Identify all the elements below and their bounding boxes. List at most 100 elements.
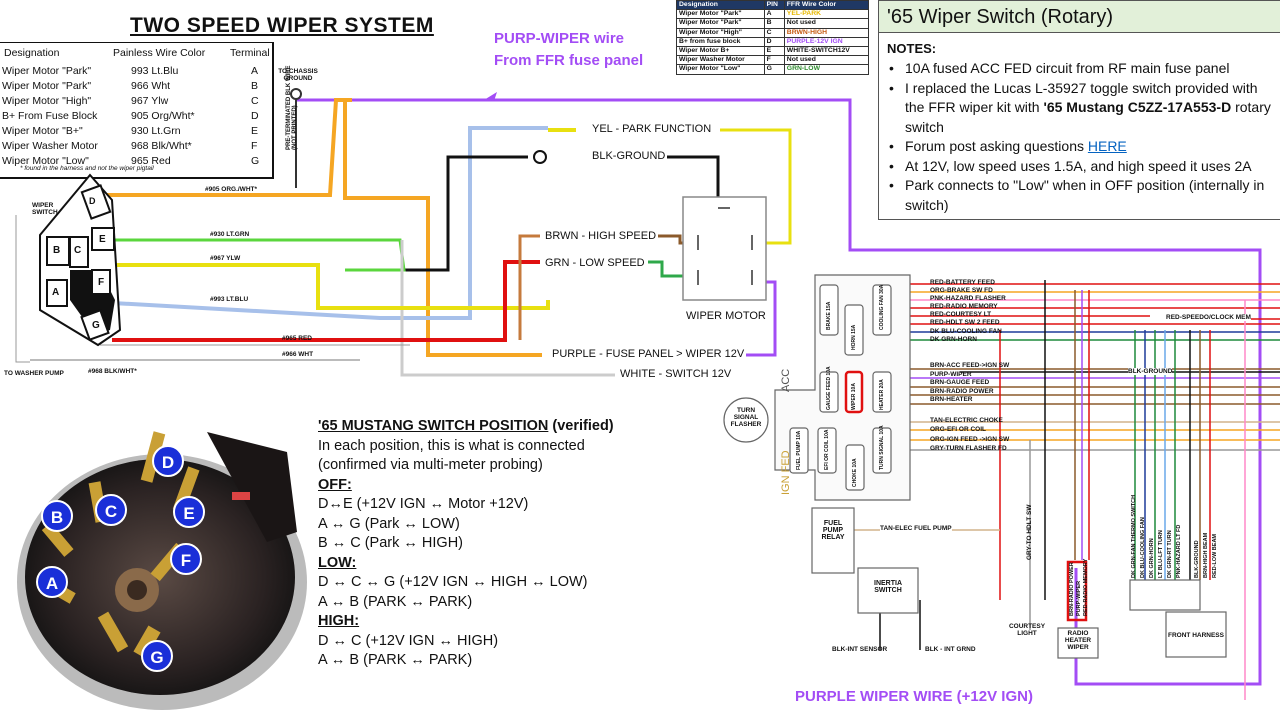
blk-ground-label: BLK-GROUND [590, 150, 668, 162]
vertical-wire-label: DK BLU-COOLING FAN [1140, 517, 1146, 578]
table-row: Wiper Washer Motor 968 Blk/Wht* F [2, 140, 270, 155]
ffr-header: PIN [763, 0, 785, 11]
yel-park-label: YEL - PARK FUNCTION [590, 123, 714, 135]
ffr-color-cell: Not used [783, 18, 870, 29]
courtesy-light-label: COURTESY LIGHT [1008, 623, 1046, 637]
ffr-cell: D [763, 36, 785, 47]
wiper-switch-label: WIPER SWITCH [32, 202, 58, 216]
fuse-wire-label: PURP-WIPER [930, 370, 972, 378]
fuse-wire-label: BRN-GAUGE FEED [930, 379, 990, 387]
front-harness-label: FRONT HARNESS [1168, 632, 1224, 639]
note-text: I replaced the Lucas L-35927 toggle swit… [905, 79, 1258, 116]
white-wire [400, 240, 615, 377]
ffr-color-cell: PURPLE-12V IGN [783, 36, 870, 47]
white-switch-label: WHITE - SWITCH 12V [618, 368, 734, 380]
fuse-label: EFI OR COIL 10A [824, 429, 830, 470]
fuse-wire-label: BRN-HEATER [930, 396, 973, 404]
ffr-cell: Wiper Motor "Low" [676, 64, 765, 75]
note-bold: '65 Mustang C5ZZ-17A553-D [1043, 99, 1232, 115]
wire-966-label: #966 WHT [282, 351, 314, 358]
red-speedo-label: RED-SPEEDO/CLOCK MEM [1166, 314, 1251, 321]
fuse-wire-label: DK GRN-HORN [930, 335, 977, 343]
header-terminal: Terminal [230, 47, 270, 59]
table-header-row: Designation PIN FFR Wire Color [676, 0, 870, 11]
gry-hdlt-label: GRY-TO HDLT SW [1026, 504, 1033, 561]
fuse-wire-label: ORG-BRAKE SW FD [930, 287, 993, 295]
fuse-wire-label: ORG-EFI OR COIL [930, 426, 986, 434]
pre-terminated-label: PRE-TERMINATED BLK WIRE (NOT PRINTED) [286, 65, 298, 150]
wire-965-label: #965 RED [282, 335, 312, 342]
ffr-cell: Wiper Motor B+ [676, 45, 765, 57]
header-designation: Designation [4, 47, 60, 59]
ffr-cell: G [763, 64, 785, 75]
note-text: Park connects to "Low" when in OFF posit… [905, 177, 1265, 213]
vertical-wire-label: RED-LOW BEAM [1212, 534, 1218, 578]
acc-label: ACC [780, 368, 792, 392]
wiper-motor-label: WIPER MOTOR [684, 310, 768, 322]
notes-panel-title: '65 Wiper Switch (Rotary) [879, 1, 1280, 33]
positions-title-suffix: (verified) [548, 418, 614, 434]
purple-wiper-bottom-annotation: PURPLE WIPER WIRE (+12V IGN) [795, 688, 1033, 705]
switch-positions: '65 MUSTANG SWITCH POSITION (verified) I… [318, 417, 614, 671]
black-ground-wire [345, 155, 528, 272]
cell-designation: Wiper Motor "High" [2, 95, 92, 107]
fuse-label: HORN 15A [851, 324, 857, 350]
terminal-marker-c: C [95, 494, 127, 526]
ffr-header: Designation [676, 0, 765, 11]
yellow-wire [105, 263, 550, 310]
list-item: Park connects to "Low" when in OFF posit… [887, 176, 1279, 215]
wire-930-label: #930 LT.GRN [210, 231, 250, 238]
ffr-cell: Wiper Motor "Park" [676, 18, 765, 29]
fuse-wire-label: RED-HDLT SW 2 FEED [930, 319, 1000, 327]
wire-968-label: #968 BLK/WHT* [88, 368, 137, 375]
blk-ground-fuse-label: BLK-GROUND [1128, 368, 1173, 375]
table-row: Wiper Motor "Park" 993 Lt.Blu A [2, 65, 270, 80]
vertical-wire-label: PURP-WIPER [1076, 580, 1082, 616]
ffr-cell: Wiper Motor "High" [676, 27, 765, 38]
terminal-marker-d: D [152, 445, 184, 477]
ffr-cell: A [763, 9, 785, 20]
diagram-title: TWO SPEED WIPER SYSTEM [130, 14, 434, 37]
ign-fed-label: IGN FED [780, 450, 792, 495]
vertical-wire-label: BRN-HIGH BEAM [1203, 532, 1209, 578]
cell-terminal: A [251, 65, 259, 77]
header-color: Painless Wire Color [113, 47, 206, 59]
terminal-marker-e: E [173, 496, 205, 528]
blk-int-sensor-label: BLK-INT SENSOR [832, 646, 888, 653]
cell-designation: Wiper Motor "B+" [2, 125, 83, 137]
terminal-marker-f: F [170, 543, 202, 575]
forum-link[interactable]: HERE [1087, 138, 1127, 154]
fuse-label: GAUGE FEED 10A [826, 366, 832, 410]
blk-int-grnd-label: BLK - INT GRND [925, 646, 976, 653]
vertical-wire-label: BLK-GROUND [1194, 540, 1200, 578]
ffr-color-cell: Not used [783, 55, 870, 66]
fuse-wire-label: BRN-ACC FEED->IGN SW [930, 362, 1010, 369]
table-row: Wiper Motor "B+" 930 Lt.Grn E [2, 125, 270, 140]
table-row: Wiper Motor "High" 967 Ylw C [2, 95, 270, 110]
list-item: Forum post asking questions HERE [887, 137, 1279, 157]
vertical-wire-label: RED-RADIO MEMORY [1083, 558, 1089, 616]
ffr-cell: C [763, 27, 785, 38]
cell-color: 993 Lt.Blu [131, 65, 179, 77]
fuse-label-group-acc: BRN-ACC FEED->IGN SW PURP-WIPER BRN-GAUG… [930, 362, 1009, 405]
cell-terminal: B [251, 80, 259, 92]
switch-terminal-label: B [53, 245, 61, 256]
wiper-switch-body [39, 173, 122, 347]
fuse-wire-label: RED-BATTERY FEED [930, 279, 995, 286]
ffr-cell: E [763, 45, 785, 57]
cell-terminal: E [251, 125, 259, 137]
notes-list: 10A fused ACC FED circuit from RF main f… [887, 59, 1279, 215]
switch-terminal-label: A [52, 287, 60, 298]
cell-terminal: C [251, 95, 259, 107]
cell-color: 965 Red [131, 155, 171, 167]
vertical-wire-label: PNK-HAZARD LT FD [1176, 524, 1182, 578]
switch-terminal-label: F [98, 277, 105, 288]
list-item: I replaced the Lucas L-35927 toggle swit… [887, 79, 1279, 138]
cell-designation: Wiper Motor "Park" [2, 65, 92, 77]
